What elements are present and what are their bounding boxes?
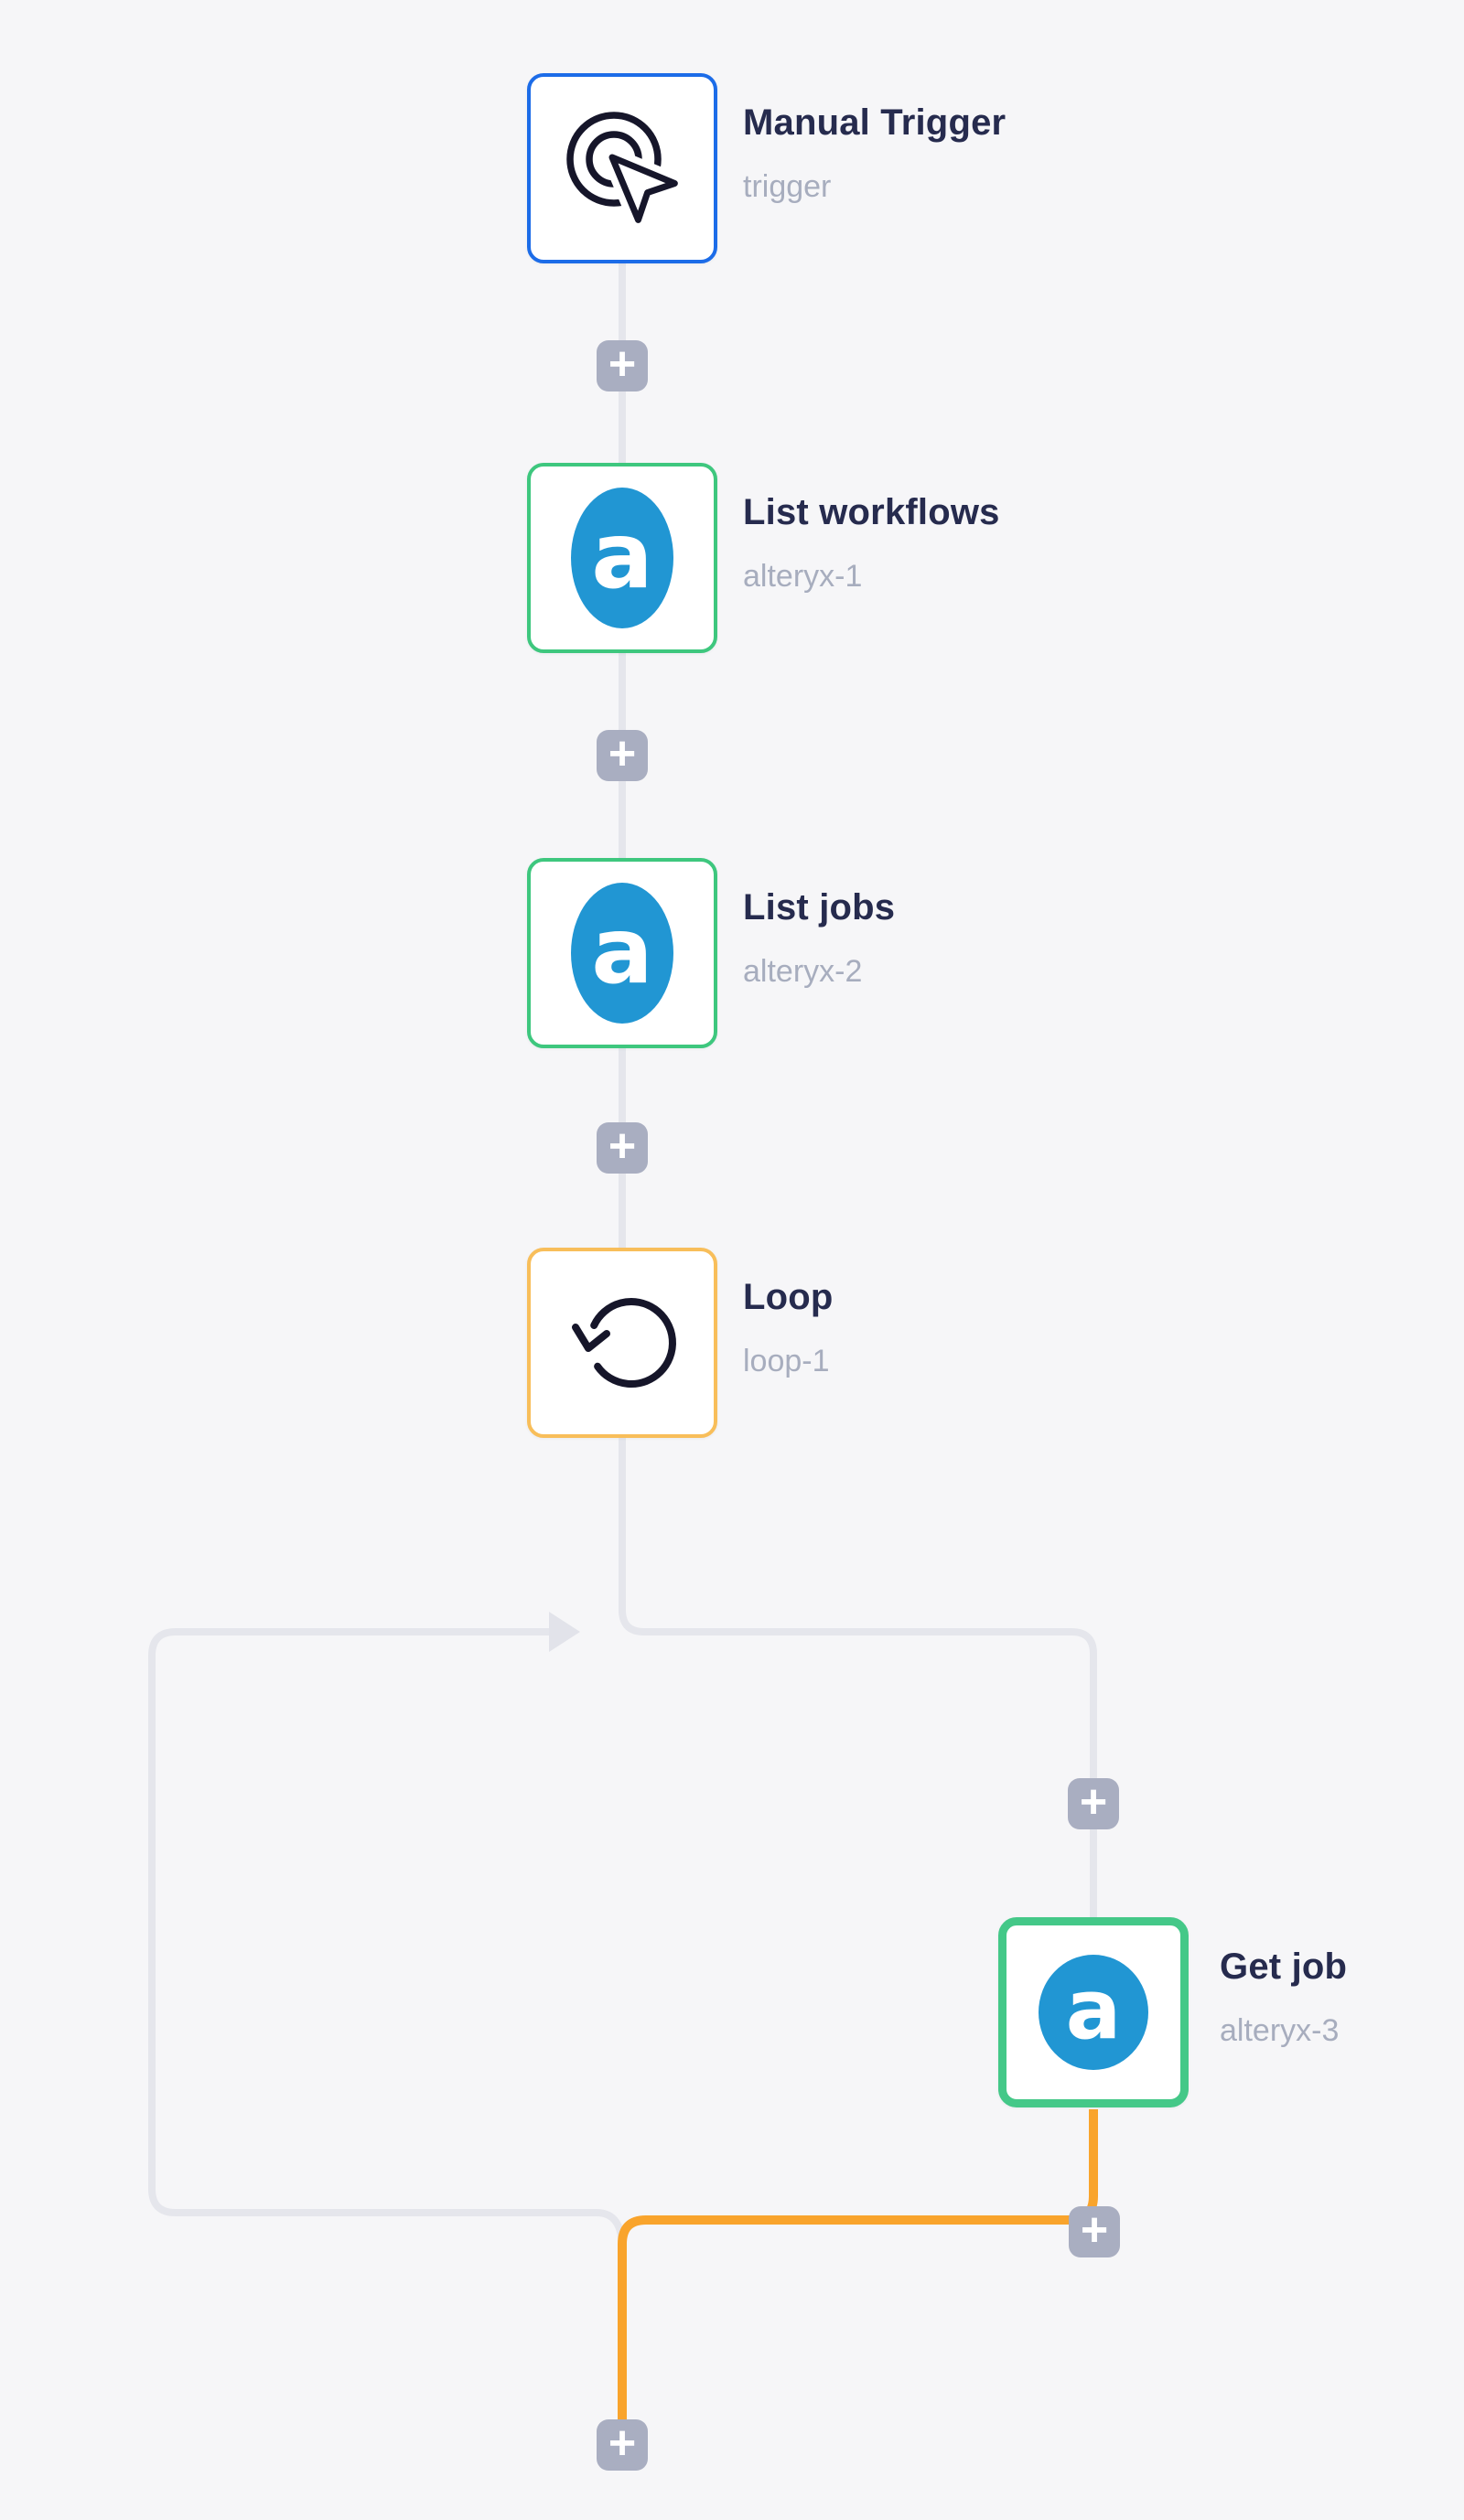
node-list-workflows[interactable]: a (527, 463, 717, 653)
node-get-job[interactable]: a (998, 1917, 1189, 2107)
node-label-manual-trigger: Manual Trigger trigger (743, 101, 1006, 205)
node-loop[interactable] (527, 1248, 717, 1438)
plus-icon: + (608, 2417, 637, 2470)
loop-ccw-arrow-icon (572, 1298, 676, 1389)
node-label-list-jobs: List jobs alteryx-2 (743, 885, 895, 990)
alteryx-glyph: a (1065, 1961, 1122, 2058)
node-label-get-job: Get job alteryx-3 (1220, 1945, 1347, 2049)
node-subtitle: alteryx-3 (1220, 2013, 1340, 2048)
alteryx-a-icon: a (571, 883, 673, 1024)
alteryx-glyph: a (591, 896, 653, 1004)
plus-icon: + (1079, 1775, 1108, 1828)
plus-icon: + (1080, 2204, 1109, 2257)
connector-loop-getjob (619, 1438, 1097, 1917)
alteryx-a-icon: a (571, 488, 673, 628)
loopback-arrowhead-icon (549, 1612, 580, 1652)
node-title: Get job (1220, 1946, 1348, 1987)
connector-getjob-exit-active (618, 2109, 1098, 2424)
plus-icon: + (608, 727, 637, 780)
connector-loopback (148, 1628, 626, 2249)
alteryx-glyph: a (591, 501, 653, 609)
plus-icon: + (608, 1120, 637, 1173)
node-title: Manual Trigger (743, 102, 1006, 143)
node-title: List workflows (743, 492, 1000, 532)
add-step-button-after-list-jobs[interactable]: + (597, 1122, 648, 1174)
add-step-button-after-trigger[interactable]: + (597, 340, 648, 391)
alteryx-a-icon: a (1039, 1955, 1148, 2070)
add-step-button-after-get-job[interactable]: + (1069, 2206, 1120, 2257)
add-step-button-after-list-workflows[interactable]: + (597, 730, 648, 781)
node-manual-trigger[interactable] (527, 73, 717, 263)
add-step-button-loop-body[interactable]: + (1068, 1778, 1119, 1829)
node-title: Loop (743, 1277, 834, 1317)
node-subtitle: loop-1 (743, 1344, 830, 1378)
node-label-list-workflows: List workflows alteryx-1 (743, 490, 1000, 595)
node-title: List jobs (743, 887, 896, 928)
add-step-button-loop-exit[interactable]: + (597, 2419, 648, 2471)
node-label-loop: Loop loop-1 (743, 1275, 834, 1379)
node-subtitle: alteryx-1 (743, 559, 863, 594)
node-list-jobs[interactable]: a (527, 858, 717, 1048)
node-subtitle: trigger (743, 169, 832, 204)
plus-icon: + (608, 338, 637, 391)
manual-trigger-click-icon (566, 112, 685, 231)
node-subtitle: alteryx-2 (743, 954, 863, 989)
